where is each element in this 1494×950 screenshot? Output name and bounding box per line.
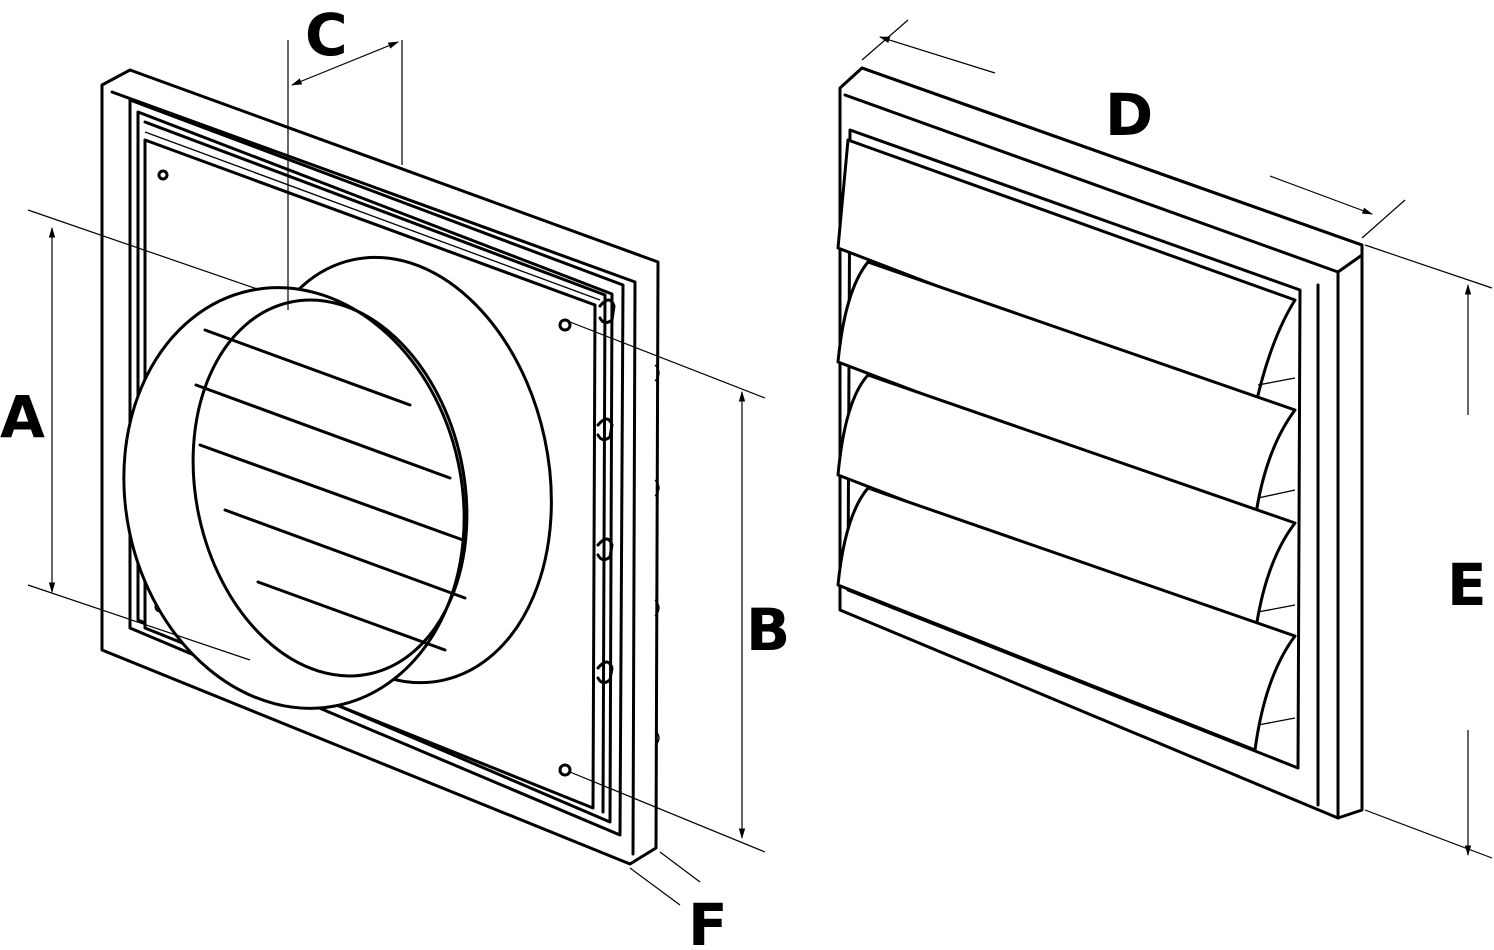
dim-d-arrow-left	[878, 36, 996, 74]
dim-a-extension-bottom	[27, 584, 251, 661]
plate-lip-line	[144, 131, 601, 301]
dim-b-extension-bottom	[569, 771, 766, 853]
label-e: E	[1447, 551, 1487, 619]
label-b: B	[746, 596, 790, 664]
frame-side-edge	[1336, 253, 1364, 274]
dim-d-extension-right	[1361, 199, 1406, 239]
outer-frame-inner-edge	[110, 90, 637, 856]
dim-a-extension-top	[27, 209, 261, 291]
label-f: F	[688, 891, 728, 950]
hinge-clips	[596, 298, 660, 747]
spigot-grille-drawing	[100, 68, 660, 866]
dim-b-extension-top	[569, 321, 766, 399]
louvre-blades	[836, 138, 1297, 752]
louvre-shutter-drawing	[836, 66, 1364, 820]
dim-c-arrow	[290, 41, 400, 86]
dim-d-arrow-right	[1269, 175, 1374, 215]
spigot-inner-rim	[191, 298, 469, 678]
dim-e-extension-top	[1364, 244, 1493, 289]
dim-e-extension-bottom	[1364, 809, 1493, 859]
label-d: D	[1105, 81, 1153, 149]
dim-f-extension-back	[629, 867, 681, 906]
label-a: A	[0, 383, 45, 451]
dim-f-extension-front	[659, 851, 701, 883]
inner-slats	[194, 328, 467, 652]
dim-d-extension-left	[861, 19, 909, 61]
dimension-lines	[27, 19, 1493, 906]
label-c: C	[305, 1, 348, 69]
frame-top-bevel	[860, 66, 1364, 247]
plate-top-lip	[143, 120, 607, 814]
